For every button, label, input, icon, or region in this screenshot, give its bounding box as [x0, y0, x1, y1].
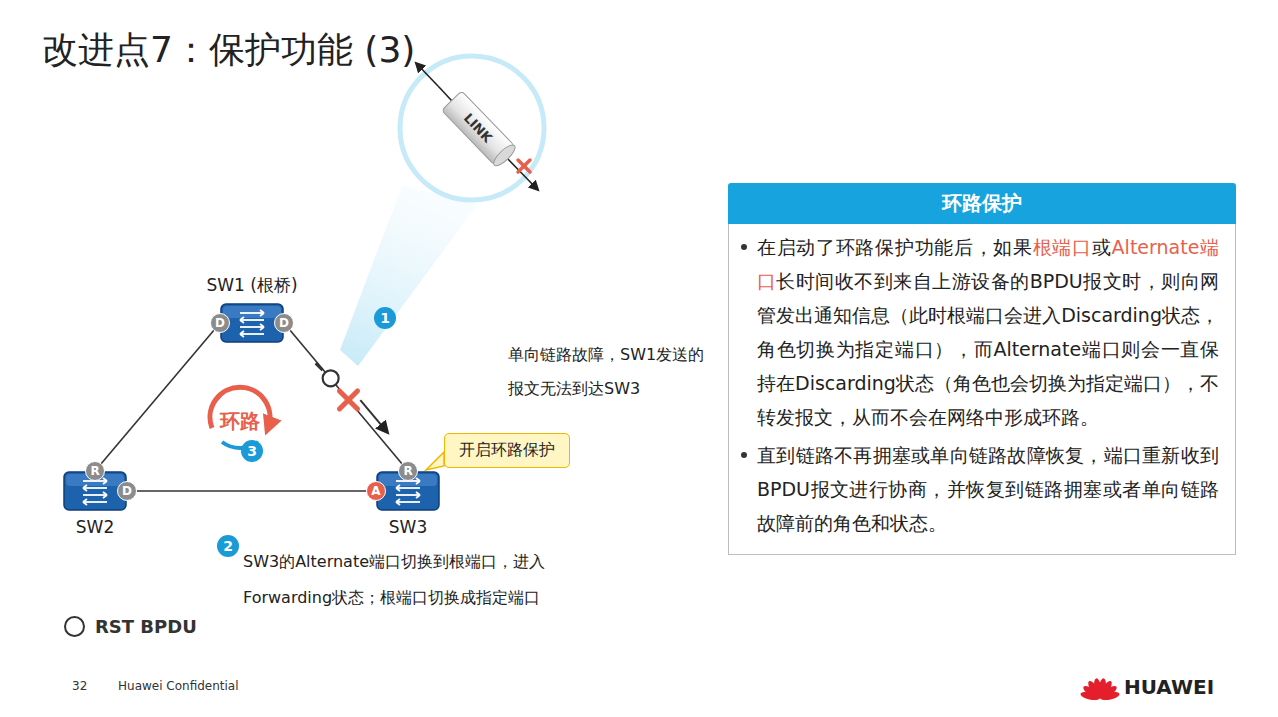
- bullet-dot: [741, 452, 747, 458]
- callout-box: 开启环路保护: [444, 433, 570, 468]
- huawei-logo: [1080, 678, 1121, 702]
- callout-tail: [426, 452, 444, 470]
- port-letter: R: [90, 465, 99, 477]
- loop-label: 环路: [220, 408, 260, 435]
- port-role: D: [117, 481, 137, 501]
- port-role: R: [398, 461, 418, 481]
- callout-number: 3: [241, 440, 263, 462]
- port-letter: D: [279, 317, 289, 329]
- bullet-text: 直到链路不再拥塞或单向链路故障恢复，端口重新收到BPDU报文进行协商，并恢复到链…: [757, 438, 1219, 540]
- legend-row: RST BPDU: [64, 616, 197, 637]
- zoom-beam: [340, 186, 478, 366]
- link-line: [95, 323, 220, 471]
- switch-name: SW1 (根桥): [206, 274, 297, 297]
- legend-text: RST BPDU: [95, 616, 197, 637]
- switch-node: SW1 (根桥)DD: [220, 303, 284, 343]
- link-line: [284, 323, 408, 471]
- port-role: A: [366, 481, 386, 501]
- panel-body: 在启动了环路保护功能后，如果根端口或Alternate端口长时间收不到来自上游设…: [728, 224, 1236, 555]
- callout-number: 2: [217, 535, 239, 557]
- bullet-text: 在启动了环路保护功能后，如果根端口或Alternate端口长时间收不到来自上游设…: [757, 230, 1219, 434]
- step-note: SW3的Alternate端口切换到根端口，进入Forwarding状态；根端口…: [243, 544, 628, 616]
- callout-number: 1: [374, 307, 396, 329]
- switch-node: SW2RD: [63, 471, 127, 511]
- link-arrow: [505, 156, 538, 190]
- legend-circle: [64, 616, 85, 637]
- bullet-dot: [741, 244, 747, 250]
- panel-header: 环路保护: [728, 183, 1236, 224]
- port-letter: R: [403, 465, 412, 477]
- switch-name: SW3: [389, 517, 427, 537]
- bullet-row: 直到链路不再拥塞或单向链路故障恢复，端口重新收到BPDU报文进行协商，并恢复到链…: [741, 438, 1219, 540]
- footer-note: Huawei Confidential: [118, 679, 239, 693]
- link-line: [127, 490, 376, 492]
- port-letter: D: [122, 485, 132, 497]
- port-role: D: [274, 313, 294, 333]
- slide-title: 改进点7：保护功能 (3): [42, 26, 415, 75]
- brand-name: HUAWEI: [1124, 675, 1214, 699]
- bullet-row: 在启动了环路保护功能后，如果根端口或Alternate端口长时间收不到来自上游设…: [741, 230, 1219, 434]
- link-cylinder: [442, 91, 518, 169]
- port-letter: D: [215, 317, 225, 329]
- fault-cross: [518, 160, 530, 172]
- info-panel: 环路保护在启动了环路保护功能后，如果根端口或Alternate端口长时间收不到来…: [728, 183, 1236, 555]
- switch-name: SW2: [76, 517, 114, 537]
- callout-text: 开启环路保护: [459, 440, 555, 461]
- port-letter: A: [371, 485, 380, 497]
- switch-node: SW3RA: [376, 471, 440, 511]
- link-fault: [316, 363, 388, 432]
- page-number: 32: [72, 679, 87, 693]
- port-role: R: [85, 461, 105, 481]
- step-note: 单向链路故障，SW1发送的报文无法到达SW3: [508, 338, 708, 406]
- link-arrow: [416, 63, 438, 86]
- port-role: D: [210, 313, 230, 333]
- zoom-circle: [400, 56, 544, 200]
